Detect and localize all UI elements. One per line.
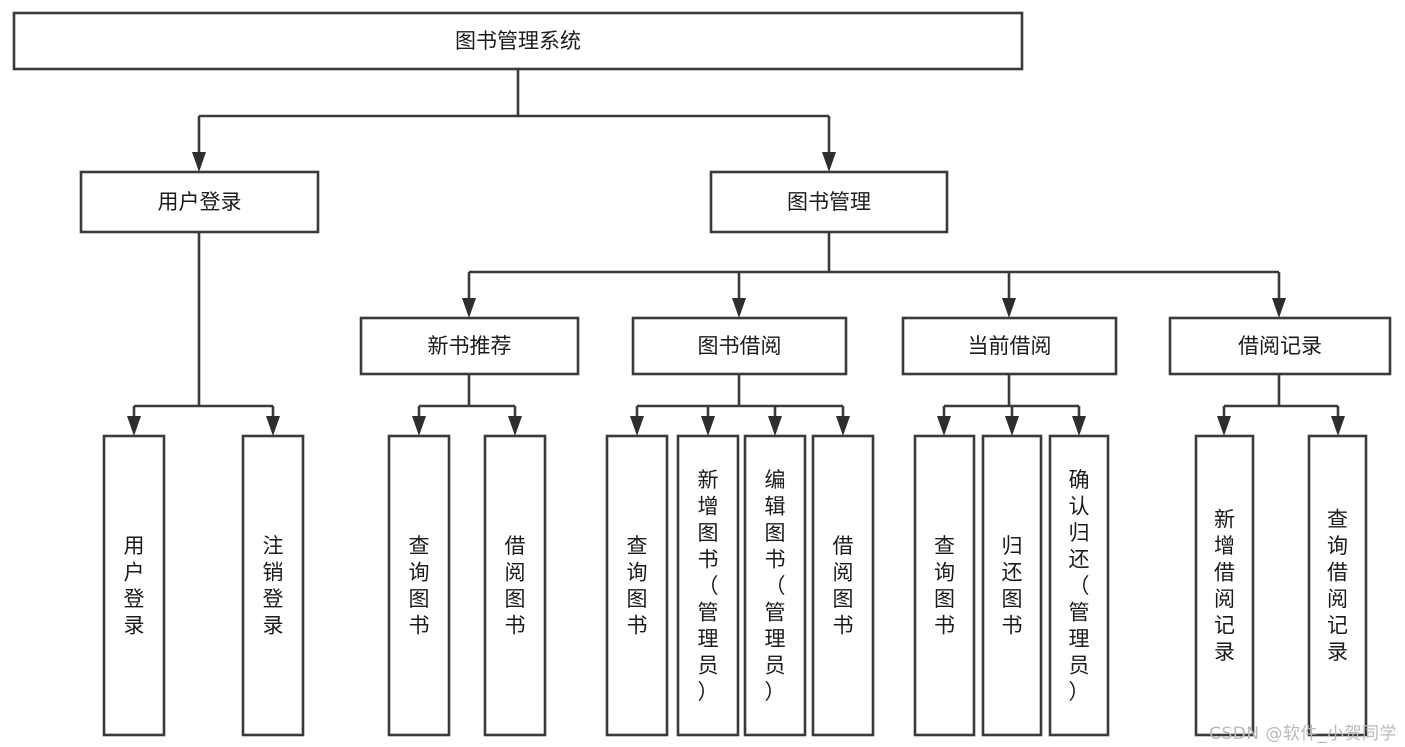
node-label: 图书管理 [787,190,871,214]
node-leaf-query-book-1[interactable]: 查询图书 [387,434,451,737]
node-leaf-query-book-3[interactable]: 查询图书 [913,434,976,737]
node-box [387,434,451,737]
node-label: 借阅记录 [1238,334,1322,358]
arrow-head-icon [1272,298,1286,318]
node-leaf-query-book-2[interactable]: 查询图书 [605,434,669,737]
node-leaf-borrow-book-2[interactable]: 借阅图书 [811,434,875,737]
arrow-head-icon [462,298,476,318]
node-label: 当前借阅 [968,334,1052,358]
node-leaf-borrow-book-1[interactable]: 借阅图书 [483,434,547,737]
node-label: 借阅图书 [505,534,526,638]
arrow-head-icon [127,416,141,436]
node-box [981,434,1043,737]
arrow-head-icon [266,416,280,436]
node-leaf-logout[interactable]: 注销登录 [241,434,305,737]
node-box [676,434,740,737]
node-box [1048,434,1110,737]
node-label: 查询图书 [934,534,955,638]
node-label: 用户登录 [124,534,145,638]
node-leaf-edit-book[interactable]: 编辑图书（管理员） [743,434,807,737]
arrow-head-icon [192,152,206,172]
node-label: 图书管理系统 [455,29,581,53]
arrow-head-icon [768,416,782,436]
node-label: 新书推荐 [428,334,512,358]
node-leaf-confirm-return[interactable]: 确认归还（管理员） [1048,434,1110,737]
node-box [102,434,166,737]
node-label: 借阅图书 [833,534,854,638]
arrow-head-icon [412,416,426,436]
node-borrow-record[interactable]: 借阅记录 [1168,316,1392,376]
node-current-borrow[interactable]: 当前借阅 [901,316,1118,376]
node-box [359,316,580,376]
node-root[interactable]: 图书管理系统 [12,11,1024,71]
arrow-head-icon [937,416,951,436]
node-book-borrow[interactable]: 图书借阅 [631,316,848,376]
arrow-head-icon [1217,416,1231,436]
nodes-layer: 图书管理系统用户登录图书管理新书推荐图书借阅当前借阅借阅记录用户登录注销登录查询… [12,11,1392,737]
arrow-head-icon [732,298,746,318]
arrow-head-icon [630,416,644,436]
arrow-head-icon [836,416,850,436]
watermark-label: CSDN @软件_小贺同学 [1209,724,1397,744]
node-label: 确认归还（管理员） [1069,468,1090,704]
node-box [79,170,320,234]
node-label: 图书借阅 [698,334,782,358]
arrow-head-icon [1002,298,1016,318]
node-label: 归还图书 [1002,534,1023,638]
node-label: 用户登录 [158,190,242,214]
node-new-book-recommend[interactable]: 新书推荐 [359,316,580,376]
node-box [709,170,949,234]
node-box [605,434,669,737]
node-box [631,316,848,376]
arrow-head-icon [1072,416,1086,436]
node-box [483,434,547,737]
node-box [913,434,976,737]
node-box [1307,434,1368,737]
node-book-manage[interactable]: 图书管理 [709,170,949,234]
arrow-head-icon [1331,416,1345,436]
node-label: 查询图书 [627,534,648,638]
node-leaf-return-book[interactable]: 归还图书 [981,434,1043,737]
node-box [1168,316,1392,376]
arrow-head-icon [701,416,715,436]
arrow-head-icon [508,416,522,436]
node-label: 注销登录 [263,534,284,638]
node-box [901,316,1118,376]
node-label: 新增图书（管理员） [698,468,719,704]
node-box [1194,434,1255,737]
arrow-head-icon [1005,416,1019,436]
node-box [241,434,305,737]
node-box [811,434,875,737]
node-label: 新增借阅记录 [1214,508,1235,665]
node-box [12,11,1024,71]
node-leaf-add-record[interactable]: 新增借阅记录 [1194,434,1255,737]
node-box [743,434,807,737]
node-leaf-query-record[interactable]: 查询借阅记录 [1307,434,1368,737]
connectors-layer [127,69,1345,436]
node-leaf-user-login[interactable]: 用户登录 [102,434,166,737]
arrow-head-icon [822,152,836,172]
node-user-login[interactable]: 用户登录 [79,170,320,234]
node-leaf-add-book[interactable]: 新增图书（管理员） [676,434,740,737]
node-label: 编辑图书（管理员） [765,468,786,704]
node-label: 查询图书 [409,534,430,638]
node-label: 查询借阅记录 [1327,508,1348,665]
